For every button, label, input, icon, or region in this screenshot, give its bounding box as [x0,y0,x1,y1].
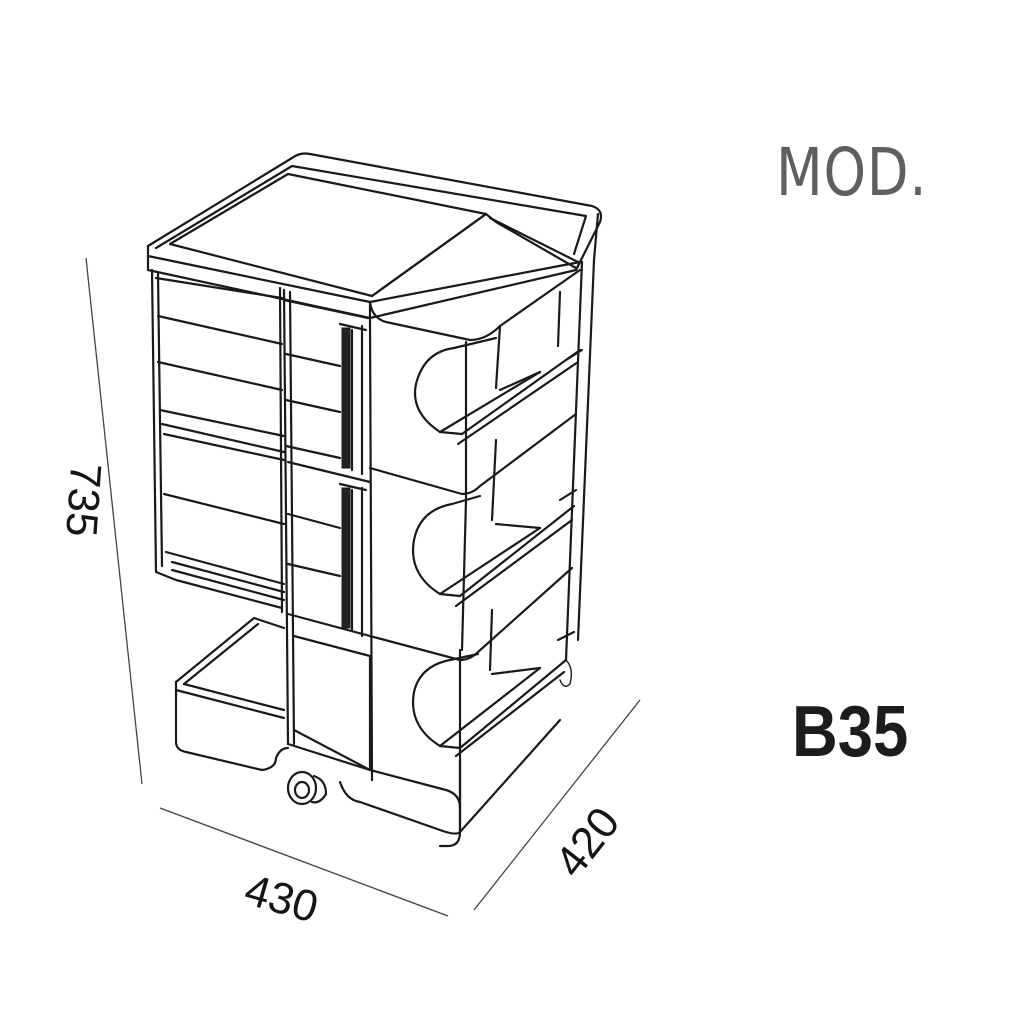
front-center-drawer-stack [282,288,372,772]
drawer-slot-lower [341,487,351,629]
right-side-frame [556,212,600,687]
height-dimension-value: 735 [56,461,111,539]
depth-dimension-line [473,699,641,911]
width-dimension-line [159,807,449,917]
top-lid [146,152,603,342]
side-open-shelves [368,290,582,848]
drawer-slot-upper [341,327,351,469]
model-code: B35 [792,692,909,772]
mod-label: MOD. [776,134,928,211]
base-tray [174,616,462,835]
height-dimension-line [85,257,143,785]
caster-wheel [286,770,328,806]
front-left-drawer-stack [150,268,286,614]
